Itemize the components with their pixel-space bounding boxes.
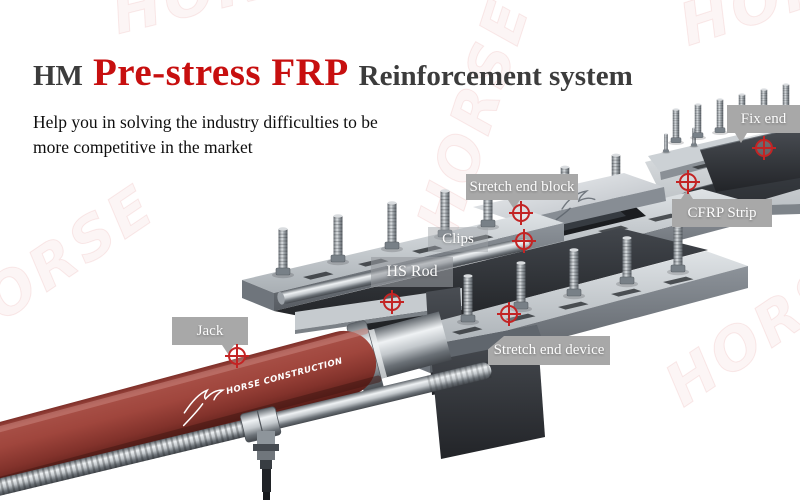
svg-text:HORSE: HORSE: [0, 171, 168, 364]
target-marker-jack-icon: [225, 344, 249, 368]
callout-hs-rod: HS Rod: [371, 257, 453, 287]
target-marker-cfrp-strip-icon: [676, 170, 700, 194]
svg-text:HORSE: HORSE: [671, 0, 800, 59]
fix-end-cover-plate: [700, 127, 800, 192]
callout-stretch-end-block: Stretch end block: [466, 174, 578, 209]
callout-stretch-end-device: Stretch end device: [488, 336, 610, 365]
target-marker-stretch-end-block-icon: [509, 201, 533, 225]
subtitle-line2: more competitive in the market: [33, 137, 253, 158]
target-marker-stretch-end-device-icon: [497, 302, 521, 326]
subtitle: Help you in solving the industry difficu…: [33, 110, 633, 161]
subtitle-line1: Help you in solving the industry difficu…: [33, 112, 378, 132]
title-suffix: Reinforcement system: [358, 60, 633, 92]
callout-cfrp-strip: CFRP Strip: [672, 190, 772, 227]
header: HM Pre-stress FRP Reinforcement system H…: [33, 50, 633, 161]
callout-fix-end: Fix end: [727, 105, 800, 143]
svg-text:HORSE: HORSE: [105, 0, 358, 48]
target-marker-clips-icon: [512, 229, 536, 253]
callout-clips: Clips: [428, 227, 488, 252]
hydraulic-fitting: [253, 431, 279, 500]
target-marker-fix-end-icon: [752, 136, 776, 160]
target-marker-hs-rod-icon: [380, 290, 404, 314]
callout-jack: Jack: [172, 317, 248, 354]
page-title: HM Pre-stress FRP Reinforcement system: [33, 50, 633, 95]
title-highlight: Pre-stress FRP: [92, 51, 349, 94]
title-prefix: HM: [33, 60, 83, 92]
